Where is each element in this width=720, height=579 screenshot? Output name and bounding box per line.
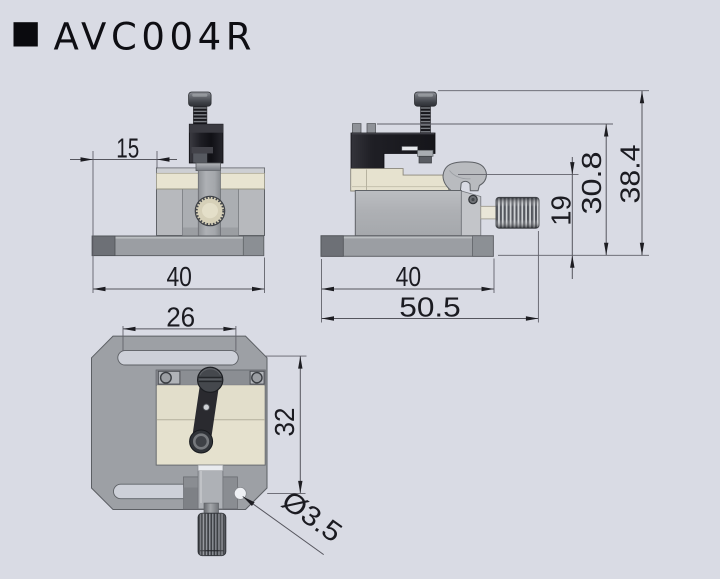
dim-label-overall-length-50-5: 50.5 bbox=[399, 292, 461, 323]
bottom-dimension-32: 32 bbox=[265, 355, 307, 494]
bottom-slot-top bbox=[117, 350, 239, 366]
dim-label-front-width-40: 40 bbox=[166, 261, 192, 292]
front-lock-cylinder bbox=[188, 123, 224, 164]
side-dimension-38-4: 38.4 bbox=[438, 90, 649, 256]
side-dimension-30-8: 30.8 bbox=[377, 123, 613, 256]
part-number: AVC004R bbox=[54, 16, 257, 59]
bottom-knurled-knob bbox=[197, 512, 227, 557]
dim-label-clamp-height-30-8: 30.8 bbox=[576, 152, 607, 215]
dim-label-hole-diameter-3-5: Ø3.5 bbox=[276, 485, 348, 549]
title-block: AVC004R bbox=[13, 16, 257, 59]
side-view: 40 50.5 19 30.8 3 bbox=[320, 90, 649, 323]
dim-label-overall-height-38-4: 38.4 bbox=[615, 145, 646, 204]
side-adjustment-screw bbox=[414, 91, 437, 135]
dim-label-slot-length-26: 26 bbox=[166, 301, 195, 332]
side-clamp-bracket bbox=[350, 123, 436, 170]
dim-label-side-width-40: 40 bbox=[396, 261, 422, 292]
side-base-plate bbox=[320, 235, 494, 257]
side-dimension-40: 40 bbox=[321, 258, 495, 323]
side-cam-lever bbox=[442, 161, 487, 192]
bottom-view: 26 32 Ø3.5 bbox=[91, 301, 348, 557]
front-view: 15 40 bbox=[70, 91, 265, 293]
side-knurled-knob bbox=[480, 196, 540, 229]
front-base-plate bbox=[91, 235, 265, 257]
title-bullet-icon bbox=[13, 22, 38, 47]
side-dimension-19: 19 bbox=[458, 157, 579, 279]
front-knurled-wheel bbox=[194, 195, 226, 227]
bottom-slot-bottom bbox=[113, 483, 191, 500]
side-dimension-50-5: 50.5 bbox=[321, 231, 539, 323]
bottom-knob-housing bbox=[197, 464, 224, 514]
front-adjustment-screw bbox=[188, 91, 212, 128]
bottom-lever-arm bbox=[189, 366, 224, 454]
bottom-pivot-screw bbox=[189, 429, 214, 454]
dim-label-slot-spacing-32: 32 bbox=[269, 408, 300, 437]
dim-label-offset-15: 15 bbox=[116, 133, 139, 164]
bottom-dimension-26: 26 bbox=[122, 301, 237, 351]
dim-label-platform-height-19: 19 bbox=[546, 195, 577, 226]
side-body bbox=[354, 190, 482, 237]
front-dimension-40: 40 bbox=[93, 257, 265, 293]
side-platform bbox=[350, 168, 450, 192]
front-dimension-15: 15 bbox=[70, 133, 177, 293]
